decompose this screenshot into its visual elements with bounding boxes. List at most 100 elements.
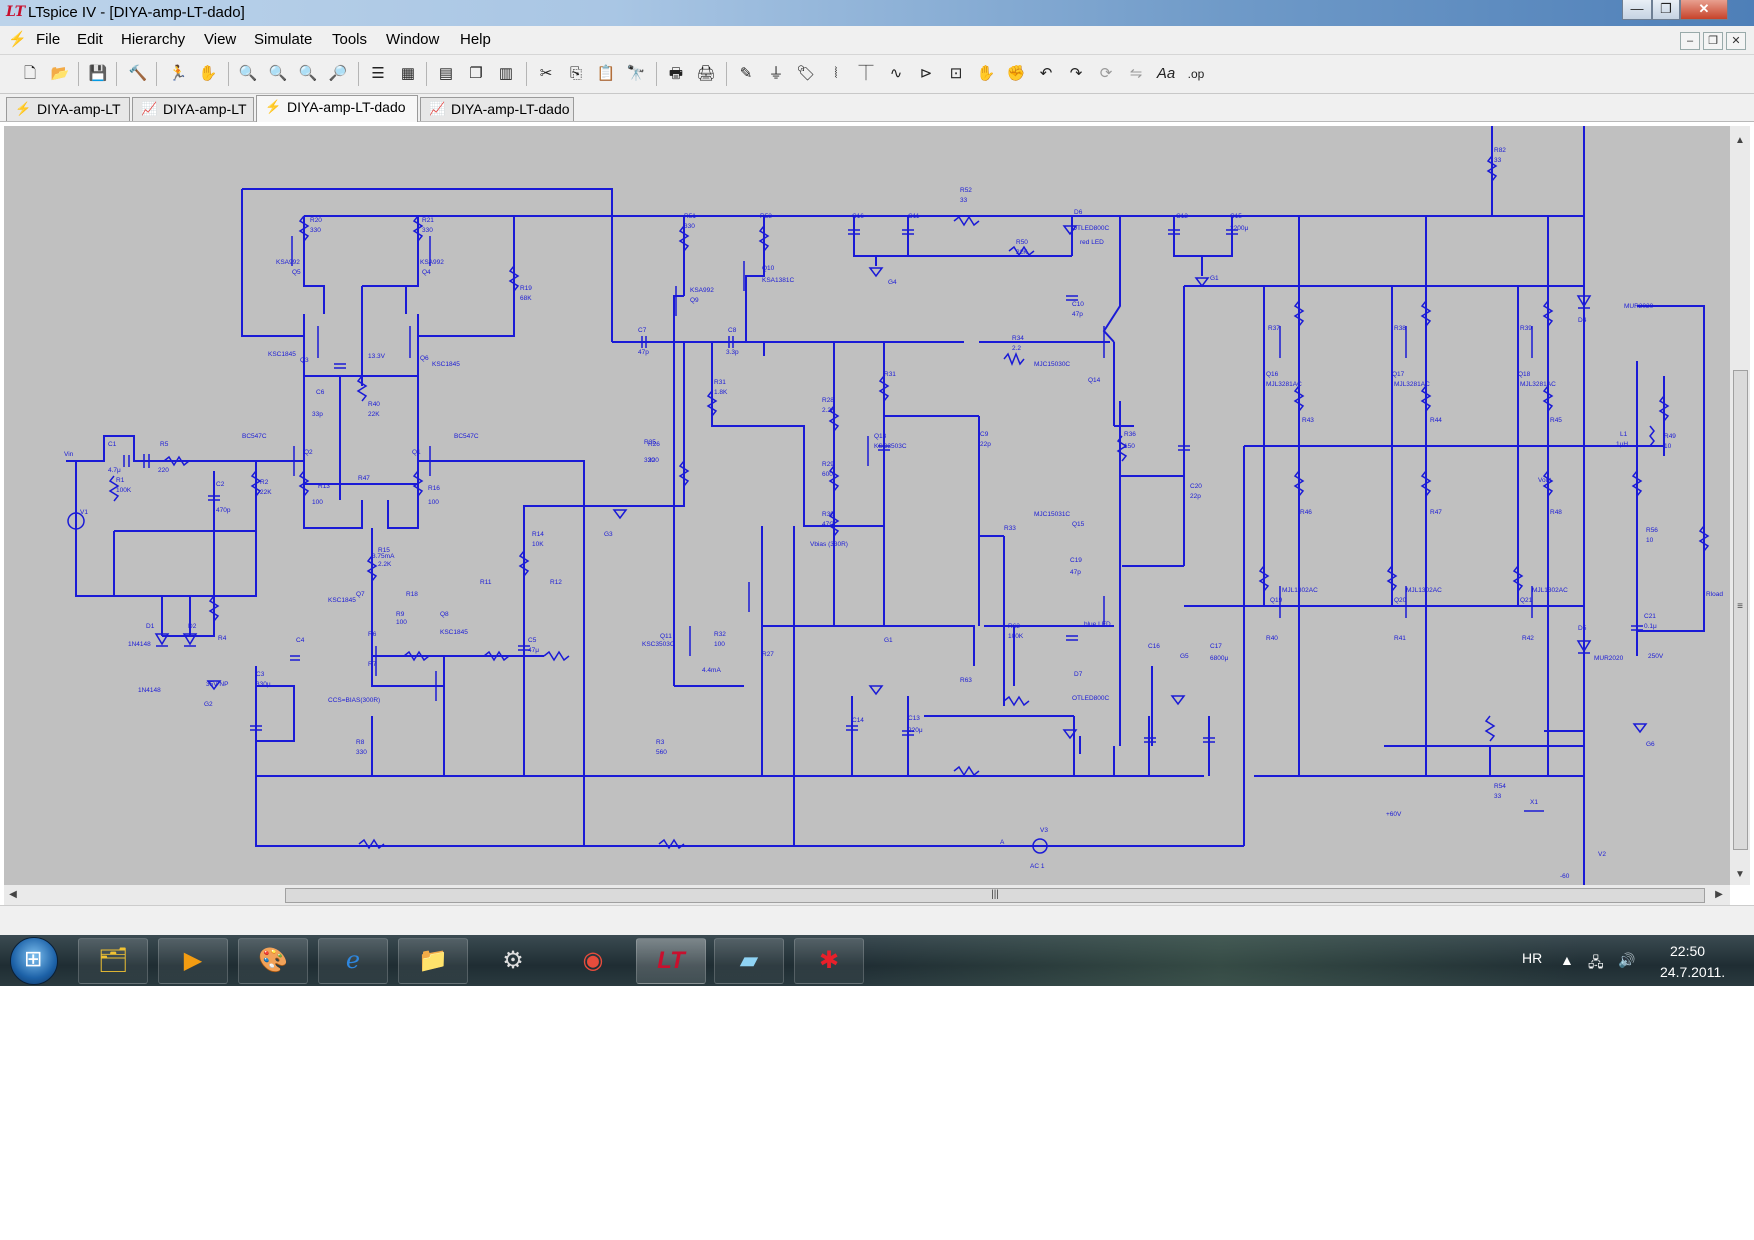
drag-icon[interactable]: ✊ <box>1006 65 1026 82</box>
menu-help[interactable]: Help <box>460 31 491 48</box>
red-app-icon[interactable]: ✱ <box>794 938 864 984</box>
run-icon[interactable]: 🏃 <box>168 65 188 82</box>
grid-icon[interactable]: ▦ <box>400 65 416 82</box>
tab-waveform-1[interactable]: 📈DIYA-amp-LT <box>132 97 254 121</box>
schematic-label-g6: G6 <box>1646 741 1655 748</box>
taskbar-wallpaper <box>860 935 1580 986</box>
maximize-button[interactable]: ❐ <box>1652 0 1680 20</box>
schematic-icon: ⚡ <box>15 101 32 116</box>
scroll-up-arrow-icon[interactable]: ▲ <box>1735 135 1745 146</box>
menu-tools[interactable]: Tools <box>332 31 368 48</box>
ltspice-icon[interactable]: LT <box>636 938 706 984</box>
schematic-label-r15: R15 <box>378 547 390 554</box>
menu-window[interactable]: Window <box>386 31 440 48</box>
schematic-label-otled: OTLED800C <box>1072 225 1110 232</box>
close-button[interactable]: ✕ <box>1680 0 1728 20</box>
print-setup-icon[interactable]: 🖶 <box>668 65 684 82</box>
rotate-icon[interactable]: ⟳ <box>1099 65 1113 82</box>
zoom-fit-icon[interactable]: 🔎 <box>328 65 348 82</box>
schematic-label-c19: C19 <box>1070 557 1082 564</box>
menu-view[interactable]: View <box>204 31 237 48</box>
paste-icon[interactable]: 📋 <box>596 65 616 82</box>
schematic-label-r31v: 1.8K <box>714 389 728 396</box>
schematic-label-r53: R53 <box>760 213 772 220</box>
clock-date[interactable]: 24.7.2011. <box>1660 964 1726 980</box>
diode-icon[interactable]: ⊳ <box>919 65 933 82</box>
vertical-scroll-thumb[interactable] <box>1733 370 1748 850</box>
menu-simulate[interactable]: Simulate <box>254 31 313 48</box>
mirror-icon[interactable]: ⇋ <box>1129 65 1143 82</box>
control-panel-icon[interactable]: 🔨 <box>128 65 148 82</box>
halt-icon[interactable]: ✋ <box>198 65 218 82</box>
paint-icon[interactable]: 🎨 <box>238 938 308 984</box>
schematic-label-r44: R44 <box>1430 417 1442 424</box>
clock-time[interactable]: 22:50 <box>1670 943 1706 959</box>
scroll-right-arrow-icon[interactable]: ▶ <box>1715 889 1723 900</box>
zoom-in-icon[interactable]: 🔍 <box>238 65 258 82</box>
zoom-pan-icon[interactable]: 🔍 <box>268 65 288 82</box>
show-hidden-icons-icon[interactable]: ▲ <box>1560 952 1574 968</box>
media-player-icon[interactable]: ▶ <box>158 938 228 984</box>
horizontal-scroll-thumb[interactable] <box>285 888 1705 903</box>
cut-icon[interactable]: ✂ <box>539 65 553 82</box>
schematic-label-d1: D1 <box>146 623 155 630</box>
mdi-restore-button[interactable]: ❐ <box>1703 32 1723 50</box>
menu-edit[interactable]: Edit <box>77 31 103 48</box>
zoom-out-icon[interactable]: 🔍 <box>298 65 318 82</box>
language-indicator[interactable]: HR <box>1522 950 1543 966</box>
scroll-left-arrow-icon[interactable]: ◀ <box>9 889 17 900</box>
print-icon[interactable]: 🖨 <box>696 65 716 82</box>
explorer-icon[interactable]: 🗂 <box>78 938 148 984</box>
mdi-minimize-button[interactable]: – <box>1680 32 1700 50</box>
network-tray-icon[interactable]: 🖧 <box>1588 954 1604 970</box>
volume-icon[interactable]: 🔊 <box>1618 952 1636 968</box>
find-icon[interactable]: 🔭 <box>626 65 646 82</box>
internet-explorer-icon[interactable]: ℯ <box>318 938 388 984</box>
inductor-icon[interactable]: ∿ <box>889 65 903 82</box>
resistor-icon[interactable]: ⦚ <box>834 65 838 82</box>
scroll-down-arrow-icon[interactable]: ▼ <box>1735 869 1745 880</box>
component-icon[interactable]: ⊡ <box>949 65 963 82</box>
ltspice-logo-icon: LT <box>6 4 26 20</box>
menu-file[interactable]: File <box>36 31 61 48</box>
schematic-label-r15v: 2.2K <box>378 561 392 568</box>
document-icon[interactable]: ⚡ <box>8 31 27 48</box>
window-icon[interactable]: ▰ <box>714 938 784 984</box>
mdi-close-button[interactable]: ✕ <box>1726 32 1746 50</box>
new-schematic-icon[interactable]: 🗋 <box>23 65 37 82</box>
tab-schematic-1[interactable]: ⚡ DIYA-amp-LT <box>6 97 130 121</box>
security-icon[interactable]: ◉ <box>582 947 604 974</box>
minimize-button[interactable]: — <box>1622 0 1652 20</box>
schematic-label-c3: C3 <box>256 671 265 678</box>
spice-directive-icon[interactable]: .op <box>1187 67 1205 81</box>
redo-icon[interactable]: ↷ <box>1069 65 1083 82</box>
tile-vertical-icon[interactable]: ▥ <box>498 65 514 82</box>
ground-icon[interactable]: ⏚ <box>768 65 784 82</box>
move-icon[interactable]: ✋ <box>976 65 996 82</box>
schematic-label-r28: R28 <box>822 397 834 404</box>
schematic-label-q15: Q15 <box>1072 521 1085 528</box>
cascade-icon[interactable]: ❐ <box>469 65 483 82</box>
network-icon[interactable]: ⚙ <box>502 947 524 974</box>
folder-icon[interactable]: 📁 <box>398 938 468 984</box>
tile-horizontal-icon[interactable]: ▤ <box>438 65 454 82</box>
start-button[interactable]: ⊞ <box>10 937 58 985</box>
label-net-icon[interactable]: 🏷 <box>796 65 816 82</box>
draw-wire-icon[interactable]: ✎ <box>739 65 753 82</box>
schematic-label-q4: Q4 <box>422 269 431 276</box>
autorange-icon[interactable]: ☰ <box>371 65 385 82</box>
tab-label: DIYA-amp-LT <box>37 101 121 117</box>
menu-hierarchy[interactable]: Hierarchy <box>121 31 186 48</box>
undo-icon[interactable]: ↶ <box>1039 65 1053 82</box>
open-icon[interactable]: 📂 <box>50 65 70 82</box>
schematic-label-ksc1845c: KSC1845 <box>328 597 356 604</box>
copy-icon[interactable]: ⎘ <box>569 65 582 82</box>
toolbar-separator <box>116 62 117 86</box>
text-icon[interactable]: Aa <box>1156 65 1176 82</box>
tab-label: DIYA-amp-LT-dado <box>451 101 570 117</box>
tab-waveform-2[interactable]: 📈DIYA-amp-LT-dado <box>420 97 574 121</box>
save-icon[interactable]: 💾 <box>88 65 108 82</box>
capacitor-icon[interactable]: ⏉ <box>858 65 874 82</box>
tab-schematic-2[interactable]: ⚡DIYA-amp-LT-dado <box>256 95 418 122</box>
